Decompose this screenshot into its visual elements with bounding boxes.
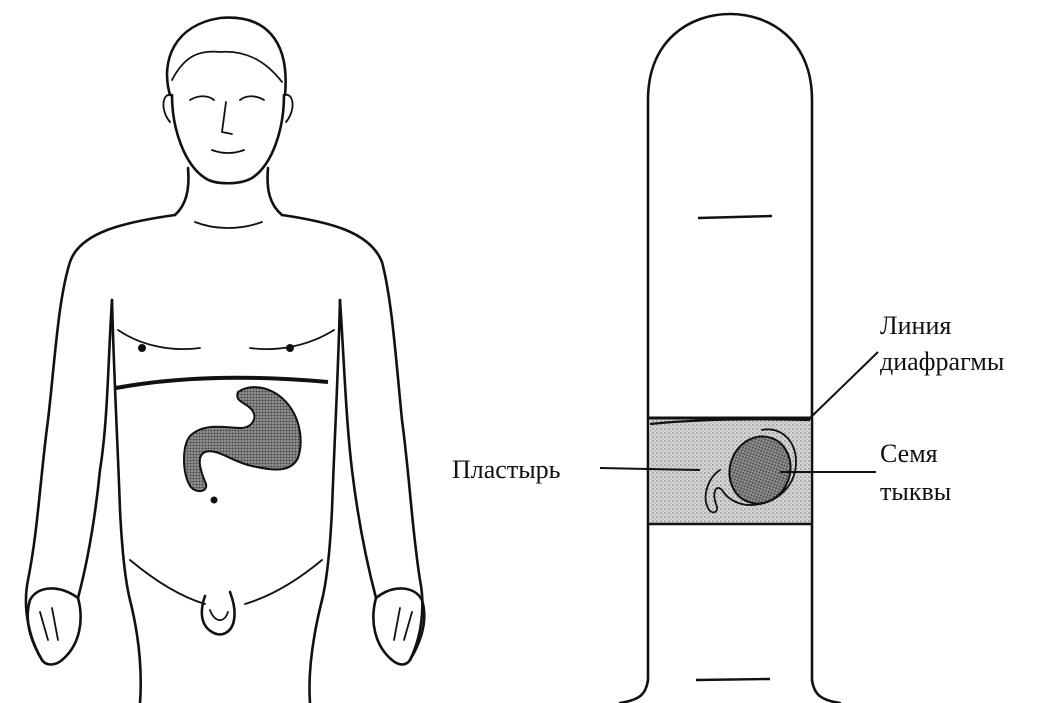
nose xyxy=(222,102,232,134)
right-nipple xyxy=(286,344,294,352)
right-ear xyxy=(284,95,293,122)
chest-line xyxy=(118,330,334,349)
diaphragm-label-line2: диафрагмы xyxy=(880,347,1004,376)
torso-right-side xyxy=(322,300,340,600)
seed-label-line1: Семя xyxy=(880,439,938,468)
left-nipple xyxy=(138,344,146,352)
left-ear xyxy=(163,95,172,122)
head-outline xyxy=(167,18,286,95)
stomach-shape xyxy=(184,387,301,491)
left-fingers xyxy=(40,608,58,640)
left-inner-arm xyxy=(78,300,112,598)
lower-level-mark xyxy=(696,679,770,680)
diaphragm-leader xyxy=(810,352,878,418)
hairline xyxy=(172,52,282,82)
hip-left xyxy=(130,600,141,703)
right-inner-arm xyxy=(340,300,376,598)
collarbones xyxy=(195,222,262,228)
human-figure xyxy=(26,18,424,703)
right-hand xyxy=(373,588,424,664)
column-outline xyxy=(648,14,812,680)
torso-left-side xyxy=(112,300,130,600)
left-shoulder-arm xyxy=(26,215,175,660)
neck-right xyxy=(268,168,282,215)
seed-label-line2: тыквы xyxy=(880,477,951,506)
upper-level-mark xyxy=(698,216,772,218)
groin-lines xyxy=(130,560,322,604)
diaphragm-arc xyxy=(116,378,328,388)
right-eye xyxy=(240,96,264,100)
genital-outline xyxy=(202,592,235,634)
genital-inner xyxy=(210,610,228,620)
column-base-left xyxy=(620,680,648,703)
plaster-label: Пластырь xyxy=(452,455,561,484)
right-fingers xyxy=(394,608,412,640)
left-eye xyxy=(190,96,214,100)
column-base-right xyxy=(812,680,840,703)
mouth xyxy=(212,150,244,153)
hip-right xyxy=(310,600,323,703)
left-hand xyxy=(28,588,81,664)
diaphragm-label-line1: Линия xyxy=(880,311,951,340)
neck-left xyxy=(175,168,188,215)
navel xyxy=(211,497,218,504)
right-shoulder-arm xyxy=(282,215,422,660)
projection-column xyxy=(620,14,840,703)
